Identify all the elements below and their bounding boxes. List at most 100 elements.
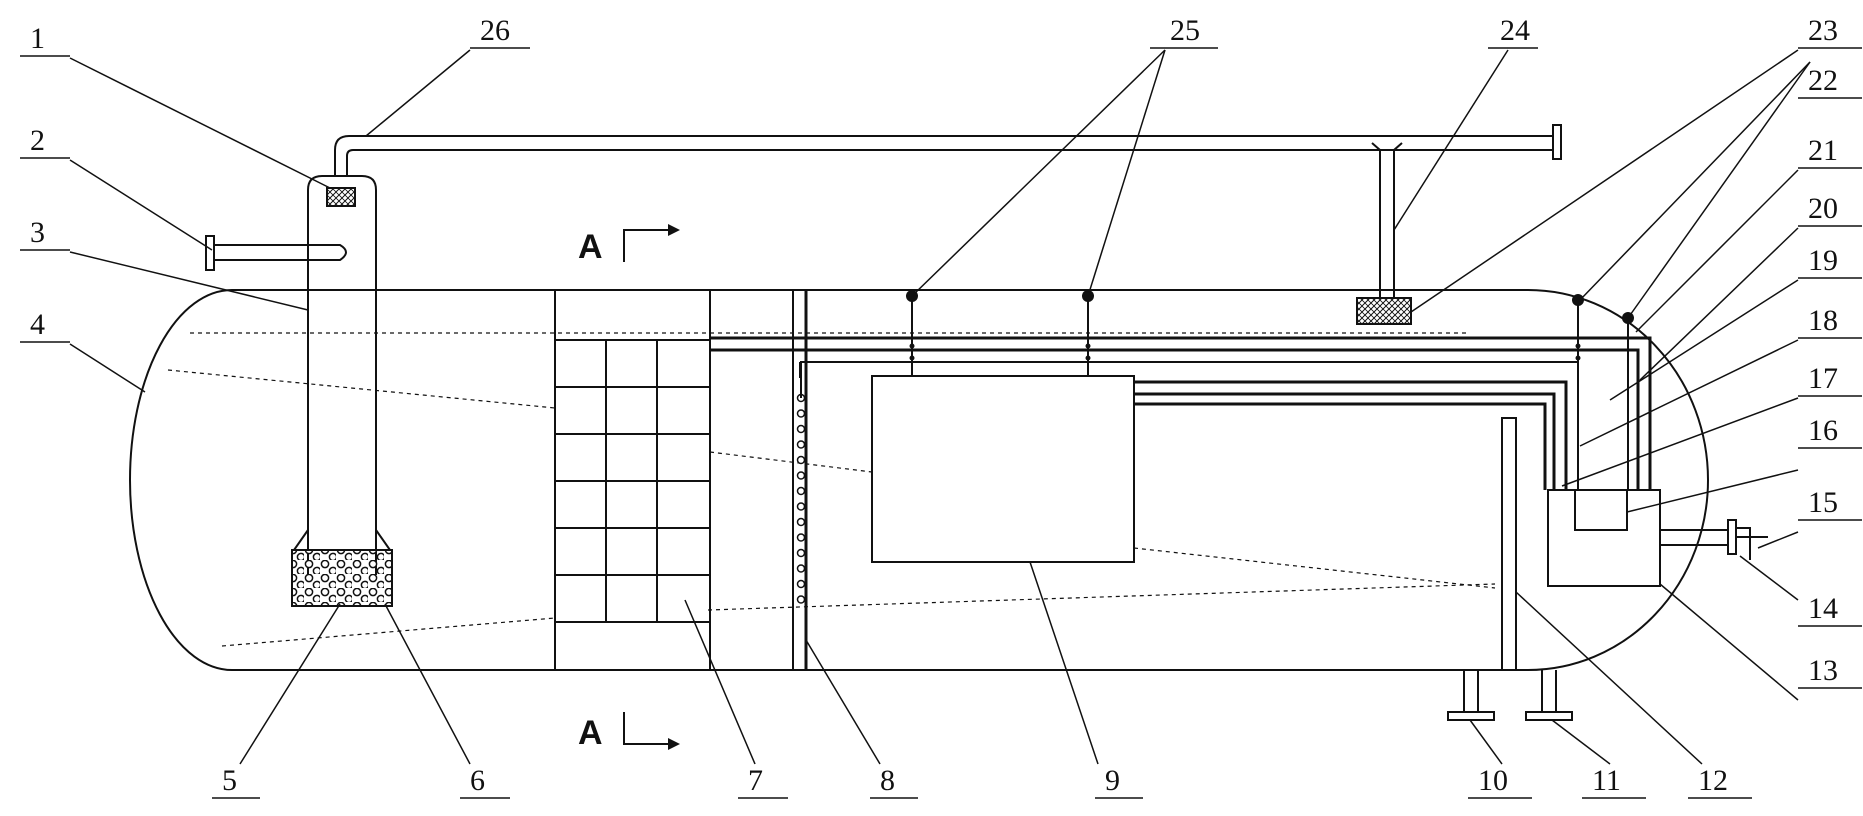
leader-line xyxy=(239,603,341,765)
callout-label-16: 16 xyxy=(1808,414,1838,447)
electrode-dot xyxy=(796,595,806,604)
leader-line xyxy=(1579,61,1811,301)
separator-chamber xyxy=(709,289,794,671)
inlet-column xyxy=(307,175,377,575)
column-top-filter xyxy=(326,187,356,207)
leader-line xyxy=(384,603,471,765)
electrode-dot xyxy=(796,502,806,511)
callout-label-24: 24 xyxy=(1500,14,1530,47)
leader-line xyxy=(69,251,309,311)
leader-line xyxy=(684,599,756,765)
leader-line xyxy=(1626,469,1799,513)
vent-pipe-26 xyxy=(334,135,1555,176)
weir-plate-12 xyxy=(1501,417,1517,671)
leader-line xyxy=(1515,591,1703,765)
leader-line xyxy=(1757,531,1799,549)
leader-line xyxy=(1469,719,1503,765)
callout-label-14: 14 xyxy=(1808,592,1838,625)
sensor-leads-22 xyxy=(1572,294,1634,490)
callout-label-26: 26 xyxy=(480,14,510,47)
leader-line xyxy=(69,343,146,393)
coalescer-grid xyxy=(555,339,710,623)
drain-11-flange xyxy=(1525,711,1573,721)
callout-label-4: 4 xyxy=(30,308,45,341)
leader-line xyxy=(1635,169,1799,333)
electrode-dot xyxy=(796,579,806,589)
dashed-guide-upper xyxy=(167,369,1496,589)
callout-label-18: 18 xyxy=(1808,304,1838,337)
electrode-dot xyxy=(796,471,806,480)
callout-label-12: 12 xyxy=(1698,764,1728,797)
leader-line xyxy=(1579,339,1799,447)
callout-label-23: 23 xyxy=(1808,14,1838,47)
electrode-dot xyxy=(796,517,806,527)
callout-label-5: 5 xyxy=(222,764,237,797)
leader-line xyxy=(805,639,881,765)
outlet-flange-15 xyxy=(1727,519,1737,555)
leader-line xyxy=(69,159,213,251)
leader-line xyxy=(911,49,1166,297)
leader-line xyxy=(69,57,331,189)
drain-10 xyxy=(1463,670,1479,712)
section-arrowhead-bottom xyxy=(668,738,680,750)
callout-label-10: 10 xyxy=(1478,764,1508,797)
cable-crossings xyxy=(909,343,1581,361)
vent-branch-24 xyxy=(1371,142,1403,298)
diffuser-perforated-block xyxy=(291,549,393,607)
section-marker-bottom: A xyxy=(578,714,603,752)
section-marker-top: A xyxy=(578,228,603,266)
section-arrow-top xyxy=(623,229,676,262)
callout-label-6: 6 xyxy=(470,764,485,797)
electrode-dot xyxy=(796,533,806,542)
electrode-dot-column xyxy=(796,362,806,604)
dashed-guide-lower xyxy=(221,583,1496,647)
electrode-dot xyxy=(796,440,806,449)
leader-line xyxy=(365,49,471,137)
filter-23 xyxy=(1356,297,1412,325)
callout-label-8: 8 xyxy=(880,764,895,797)
leader-line xyxy=(1609,279,1799,401)
drain-10-flange xyxy=(1447,711,1495,721)
leader-line xyxy=(1029,561,1099,765)
callout-label-3: 3 xyxy=(30,216,45,249)
heater-box-9 xyxy=(871,375,1135,563)
callout-label-11: 11 xyxy=(1592,764,1621,797)
callout-label-19: 19 xyxy=(1808,244,1838,277)
vent-flange xyxy=(1552,124,1562,160)
section-arrowhead-top xyxy=(668,224,680,236)
section-arrow-bottom xyxy=(623,712,676,745)
leader-line xyxy=(1561,397,1799,487)
inlet-pipe xyxy=(212,244,347,261)
callout-label-20: 20 xyxy=(1808,192,1838,225)
callout-label-7: 7 xyxy=(748,764,763,797)
module-16 xyxy=(1574,489,1628,531)
leader-line xyxy=(1627,61,1811,319)
callout-label-15: 15 xyxy=(1808,486,1838,519)
cable-bundle xyxy=(710,336,1652,490)
electrode-dot xyxy=(796,424,806,434)
electrode-dot xyxy=(796,409,806,418)
leader-line xyxy=(1659,583,1799,701)
electrode-dot xyxy=(796,455,806,465)
tank-shell xyxy=(129,289,1709,671)
leader-line xyxy=(1639,227,1799,381)
callout-label-25: 25 xyxy=(1170,14,1200,47)
leader-line xyxy=(1551,719,1611,765)
inlet-flange xyxy=(205,235,215,271)
leader-line xyxy=(1087,49,1166,297)
leader-lines xyxy=(69,49,1811,765)
electrode-dot xyxy=(796,548,806,558)
callout-label-9: 9 xyxy=(1105,764,1120,797)
leader-line xyxy=(1739,555,1799,601)
callout-label-1: 1 xyxy=(30,22,45,55)
callout-label-13: 13 xyxy=(1808,654,1838,687)
leader-line xyxy=(1410,49,1799,313)
callout-label-22: 22 xyxy=(1808,64,1838,97)
electrode-dot xyxy=(796,486,806,496)
leader-line xyxy=(1393,49,1509,231)
electrode-dot xyxy=(796,564,806,573)
callout-label-21: 21 xyxy=(1808,134,1838,167)
callout-label-17: 17 xyxy=(1808,362,1838,395)
